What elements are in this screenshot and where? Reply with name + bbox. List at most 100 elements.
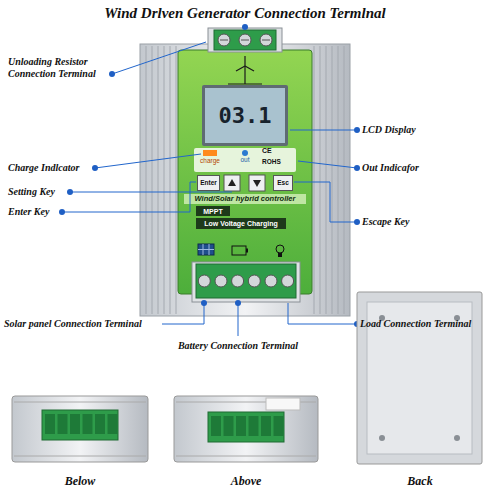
product-name: Wind/Solar hybrid controller — [184, 194, 306, 204]
callout-label: Battery Connection Terminal — [140, 340, 336, 352]
node-text: 03.1 — [219, 105, 272, 127]
leader-lines — [288, 303, 357, 324]
heat-sink — [332, 46, 333, 314]
dc-terminal — [192, 262, 300, 302]
terminal-icons — [246, 249, 248, 253]
dc-terminal — [215, 275, 227, 287]
node-text: MPPT — [203, 208, 222, 215]
heat-sink — [140, 44, 350, 316]
heat-sink — [164, 46, 165, 314]
back-view — [357, 292, 482, 464]
turbine-icon — [244, 66, 245, 84]
dc-terminal — [198, 275, 210, 287]
side-view-above — [249, 416, 259, 436]
wind-terminal — [220, 40, 228, 41]
leader-lines — [162, 303, 204, 324]
callout-label: Setting Key — [8, 186, 70, 198]
arrow-keys — [249, 175, 265, 191]
leader-lines — [62, 182, 196, 212]
key-button: Esc — [273, 175, 293, 191]
heat-sink — [146, 46, 344, 314]
indicator-label: charge — [194, 157, 226, 165]
turbine-icon — [228, 56, 262, 84]
heat-sink — [170, 46, 171, 314]
dc-terminal — [282, 275, 294, 287]
side-view-below — [12, 396, 148, 462]
wind-terminal — [241, 40, 249, 41]
back-view — [454, 435, 460, 441]
callout-label: Load Connection Terminal — [360, 318, 488, 330]
callout-label: Out Indicafor — [362, 162, 486, 174]
front-panel — [178, 50, 312, 294]
terminal-icons — [198, 244, 284, 257]
side-view-above — [208, 412, 284, 442]
feature-tag: Low Voltage Charging — [196, 218, 286, 229]
wind-terminal — [208, 28, 282, 52]
callout-label: Escape Key — [362, 216, 486, 228]
heat-sink — [320, 46, 321, 314]
terminal-icons — [278, 253, 282, 257]
leader-lines — [298, 161, 357, 168]
leader-lines — [112, 42, 206, 74]
heat-sink — [152, 46, 153, 314]
callout-label: LCD Display — [362, 124, 486, 136]
dc-terminal — [265, 275, 277, 287]
node-text: Enter — [200, 180, 217, 187]
lcd-frame — [202, 85, 288, 146]
view-caption: Below — [20, 474, 140, 488]
front-panel — [178, 50, 312, 294]
node-text: Low Voltage Charging — [204, 220, 277, 227]
side-view-below — [70, 414, 80, 434]
dc-terminal — [196, 264, 296, 298]
terminal-icons — [198, 244, 214, 255]
name-strip — [184, 194, 306, 204]
side-view-above — [211, 416, 221, 436]
lcd-frame — [202, 85, 288, 146]
wind-terminal — [260, 34, 272, 46]
side-view-below — [58, 414, 68, 434]
side-view-above — [274, 416, 284, 436]
heat-sink — [344, 46, 345, 314]
heat-sink — [326, 46, 327, 314]
leader-lines — [238, 303, 239, 336]
leader-lines — [95, 154, 201, 168]
indicator-area — [194, 148, 296, 172]
charge-led — [203, 150, 217, 156]
arrow-keys — [224, 175, 265, 191]
lcd-readout: 03.1 — [205, 88, 285, 143]
callout-dot — [235, 300, 241, 306]
heat-sink — [176, 46, 177, 314]
wind-terminal — [214, 30, 276, 50]
cert-mark: ROHS — [262, 158, 294, 166]
side-view-below — [14, 456, 146, 457]
heat-sink — [338, 46, 339, 314]
heat-sink — [140, 44, 350, 316]
out-led — [242, 150, 248, 156]
dc-terminal — [248, 275, 260, 287]
callout-dot — [354, 165, 360, 171]
key-button: Enter — [197, 175, 220, 191]
wind-terminal — [239, 34, 251, 46]
leader-lines — [70, 192, 232, 193]
side-view-below — [14, 402, 146, 403]
callout-dot — [67, 189, 73, 195]
callout-label: Charge Indlcator — [8, 162, 96, 174]
arrow-keys — [228, 179, 236, 186]
back-view — [379, 435, 385, 441]
callout-dot — [92, 165, 98, 171]
side-view-below — [108, 414, 118, 434]
side-view-above — [236, 416, 246, 436]
leader-lines — [290, 130, 354, 131]
name-strip — [184, 194, 306, 204]
callout-label: Enter Key — [8, 206, 62, 218]
heat-sink — [158, 46, 159, 314]
side-view-below — [45, 414, 55, 434]
side-view-below — [12, 396, 148, 462]
heat-sink — [314, 46, 315, 314]
callout-dot — [201, 300, 207, 306]
wind-terminal — [262, 40, 270, 41]
callout-dot — [354, 127, 360, 133]
side-view-above — [176, 456, 316, 457]
side-view-above — [261, 416, 271, 436]
